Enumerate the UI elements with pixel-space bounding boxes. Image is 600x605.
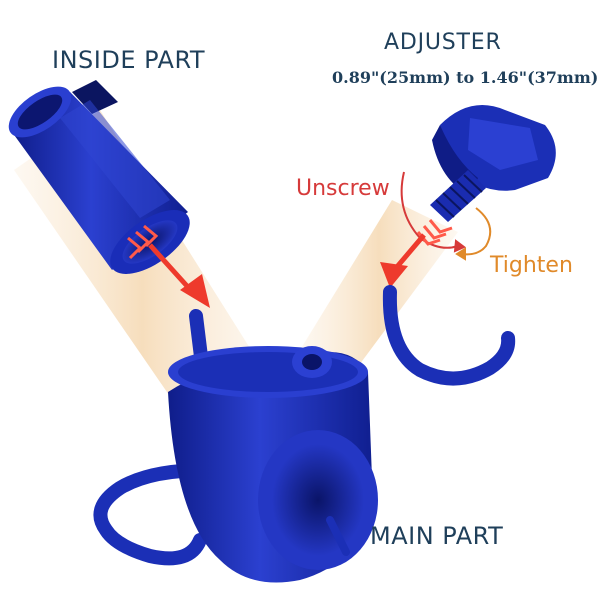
inside-part-label: INSIDE PART: [52, 46, 206, 74]
unscrew-label: Unscrew: [296, 176, 390, 201]
inside-part-chevrons: [127, 224, 159, 260]
adjuster-label: ADJUSTER: [384, 30, 502, 55]
adjuster-range-label: 0.89"(25mm) to 1.46"(37mm): [332, 68, 599, 87]
tighten-rotation-arrow: [455, 207, 492, 261]
main-part-body: [93, 285, 516, 583]
adjuster-screw: [430, 170, 486, 222]
adjuster-arrow: [380, 233, 426, 288]
tighten-label: Tighten: [490, 253, 573, 278]
adjuster-knob: [432, 105, 556, 196]
main-part-label: MAIN PART: [370, 522, 504, 550]
inside-part-arrow: [148, 243, 210, 308]
